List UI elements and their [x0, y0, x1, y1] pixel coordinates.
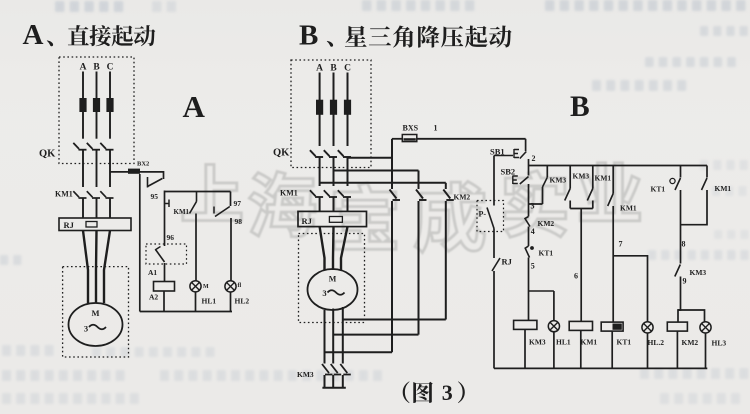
svg-text:KM3: KM3: [529, 338, 546, 347]
svg-text:A: A: [23, 19, 44, 51]
svg-text:BX2: BX2: [137, 161, 149, 168]
svg-text:QK: QK: [273, 148, 290, 159]
svg-text:A2: A2: [149, 293, 158, 302]
svg-text:3: 3: [442, 380, 453, 405]
svg-text:A1: A1: [148, 268, 157, 277]
svg-text:8: 8: [682, 240, 686, 249]
svg-text:98: 98: [235, 217, 243, 226]
svg-text:KM1: KM1: [595, 174, 612, 183]
svg-text:RJ: RJ: [502, 257, 513, 267]
svg-text:M: M: [203, 284, 209, 290]
svg-text:fl: fl: [238, 283, 242, 289]
svg-text:3: 3: [531, 202, 535, 211]
svg-text:C: C: [344, 64, 351, 74]
svg-text:KM1: KM1: [174, 208, 190, 216]
svg-text:6: 6: [574, 272, 578, 281]
svg-text:KM1: KM1: [280, 189, 298, 198]
svg-text:KM3: KM3: [573, 172, 590, 181]
svg-text:95: 95: [151, 192, 159, 201]
svg-text:QK: QK: [39, 149, 56, 160]
svg-text:HL1: HL1: [556, 338, 571, 347]
svg-text:KM2: KM2: [682, 338, 699, 347]
svg-text:4: 4: [531, 227, 535, 236]
svg-text:M: M: [329, 275, 337, 284]
svg-text:P-: P-: [479, 210, 487, 219]
svg-text:2: 2: [532, 154, 536, 163]
svg-text:B: B: [299, 20, 318, 52]
svg-text:HL2: HL2: [235, 297, 250, 306]
svg-text:KM1: KM1: [581, 338, 598, 347]
svg-text:KM1: KM1: [55, 190, 73, 199]
svg-text:B: B: [330, 64, 337, 74]
svg-text:KM1: KM1: [715, 184, 732, 193]
svg-text:RJ: RJ: [64, 220, 75, 230]
svg-text:A: A: [80, 63, 87, 73]
svg-text:SB2: SB2: [501, 167, 516, 177]
svg-text:3: 3: [84, 324, 88, 334]
svg-text:SB1: SB1: [490, 147, 505, 157]
svg-text:KT1: KT1: [539, 249, 554, 258]
svg-text:M: M: [91, 308, 99, 318]
svg-text:1: 1: [434, 124, 438, 133]
svg-text:HL1: HL1: [202, 297, 217, 306]
svg-text:KT1: KT1: [651, 185, 666, 194]
svg-text:HL.2: HL.2: [648, 338, 665, 347]
svg-text:5: 5: [531, 262, 535, 271]
svg-text:C: C: [107, 63, 114, 73]
svg-text:A: A: [183, 89, 206, 124]
svg-text:KM3: KM3: [550, 176, 567, 185]
svg-text:KM3: KM3: [690, 268, 707, 277]
svg-text:KM3: KM3: [297, 370, 314, 379]
svg-text:KM2: KM2: [454, 193, 471, 202]
svg-text:7: 7: [619, 240, 623, 249]
svg-text:KT1: KT1: [617, 338, 632, 347]
svg-text:A: A: [316, 64, 323, 74]
svg-text:KM2: KM2: [538, 219, 555, 228]
svg-text:3: 3: [322, 288, 326, 298]
svg-text:HL3: HL3: [712, 339, 727, 348]
svg-text:B: B: [570, 91, 590, 123]
svg-text:RJ: RJ: [302, 216, 313, 226]
svg-text:KM1: KM1: [620, 204, 637, 213]
svg-text:96: 96: [167, 233, 175, 242]
svg-text:97: 97: [234, 199, 242, 208]
svg-text:B: B: [93, 63, 100, 73]
svg-text:9: 9: [683, 277, 687, 286]
svg-text:BXS: BXS: [403, 124, 419, 133]
